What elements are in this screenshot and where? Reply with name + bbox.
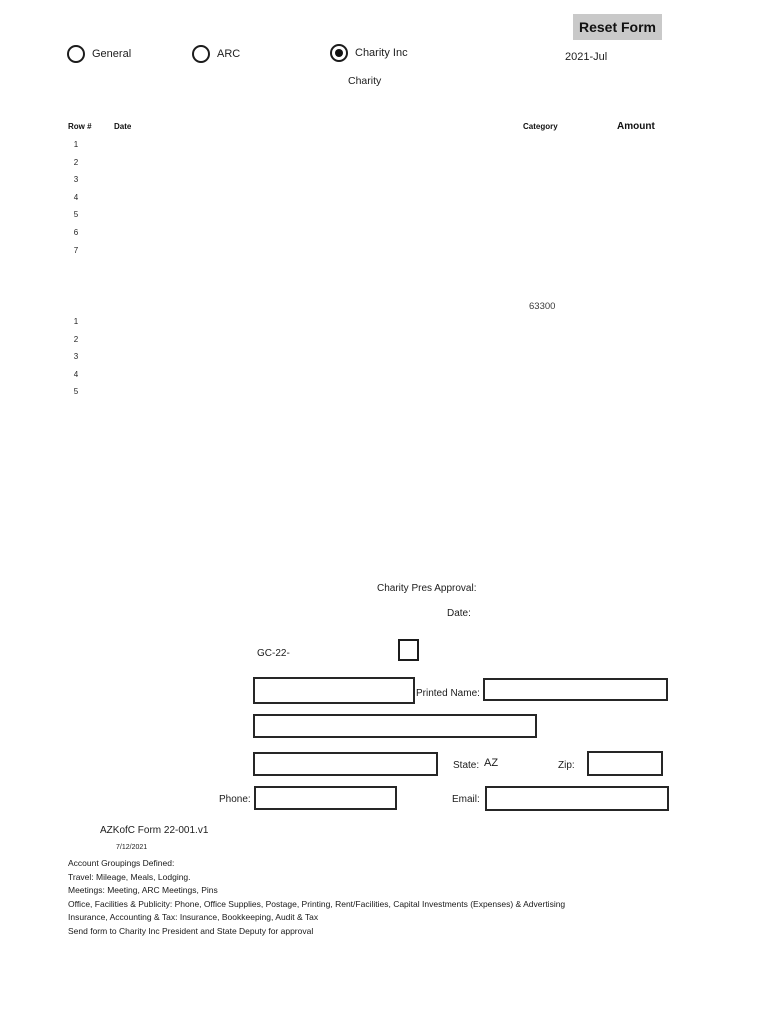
table-row-number: 2 <box>73 335 79 344</box>
zip-label: Zip: <box>558 760 575 771</box>
footer-note-line: Send form to Charity Inc President and S… <box>68 925 314 936</box>
form-id: AZKofC Form 22-001.v1 <box>100 825 209 836</box>
printed-name-label: Printed Name: <box>416 688 480 699</box>
table-row-number: 6 <box>73 228 79 237</box>
footer-note-line: Office, Facilities & Publicity: Phone, O… <box>68 898 566 909</box>
address-line1-input[interactable] <box>253 714 537 738</box>
col-header-amount: Amount <box>617 121 655 132</box>
radio-circle-icon[interactable] <box>67 45 85 63</box>
email-label: Email: <box>452 794 480 805</box>
printed-name-input[interactable] <box>483 678 668 701</box>
footer-note-line: Travel: Mileage, Meals, Lodging. <box>68 871 191 882</box>
radio-arc[interactable]: ARC <box>192 45 240 63</box>
reset-form-button[interactable]: Reset Form <box>573 14 662 40</box>
footer-note-line: Insurance, Accounting & Tax: Insurance, … <box>68 912 319 922</box>
city-input[interactable] <box>253 752 438 776</box>
footer-notes: Account Groupings Defined: Travel: Milea… <box>68 857 728 938</box>
table-row-number: 3 <box>73 175 79 184</box>
table-row-number: 4 <box>73 370 79 379</box>
radio-general-label: General <box>92 48 132 60</box>
table-row-number: 5 <box>73 210 79 219</box>
table-row-number: 7 <box>73 246 79 255</box>
program-sublabel: Charity <box>348 75 382 87</box>
table-row-number: 1 <box>73 140 79 149</box>
col-header-category: Category <box>523 122 558 131</box>
table-row-number: 4 <box>73 193 79 202</box>
col-header-date: Date <box>114 122 132 131</box>
state-value-field[interactable]: AZ <box>484 757 499 769</box>
table-row-number: 3 <box>73 352 79 361</box>
footer-note-line: Account Groupings Defined: <box>68 858 175 868</box>
email-input[interactable] <box>485 786 669 811</box>
gc-checkbox[interactable] <box>398 639 419 661</box>
gc-prefix-label: GC-22- <box>257 648 290 659</box>
footer-note-line: Meetings: Meeting, ARC Meetings, Pins <box>68 885 218 895</box>
col-header-row: Row # <box>68 122 92 131</box>
period-field[interactable]: 2021-Jul <box>565 51 608 63</box>
phone-input[interactable] <box>254 786 397 810</box>
radio-charity-inc[interactable]: Charity Inc <box>330 44 408 62</box>
table-row-number: 5 <box>73 387 79 396</box>
approval-date-label: Date: <box>447 608 471 619</box>
table-row-number: 2 <box>73 158 79 167</box>
state-label: State: <box>453 760 480 771</box>
signature-input[interactable] <box>253 677 415 704</box>
form-revision-date: 7/12/2021 <box>116 844 148 851</box>
radio-circle-icon[interactable] <box>330 44 348 62</box>
radio-charity-inc-label: Charity Inc <box>355 47 408 59</box>
pres-approval-label: Charity Pres Approval: <box>377 583 477 594</box>
zip-input[interactable] <box>587 751 663 776</box>
radio-circle-icon[interactable] <box>192 45 210 63</box>
category-code-field[interactable]: 63300 <box>529 301 556 312</box>
radio-arc-label: ARC <box>217 48 241 60</box>
radio-general[interactable]: General <box>67 45 131 63</box>
phone-label: Phone: <box>219 794 251 805</box>
table-row-number: 1 <box>73 317 79 326</box>
